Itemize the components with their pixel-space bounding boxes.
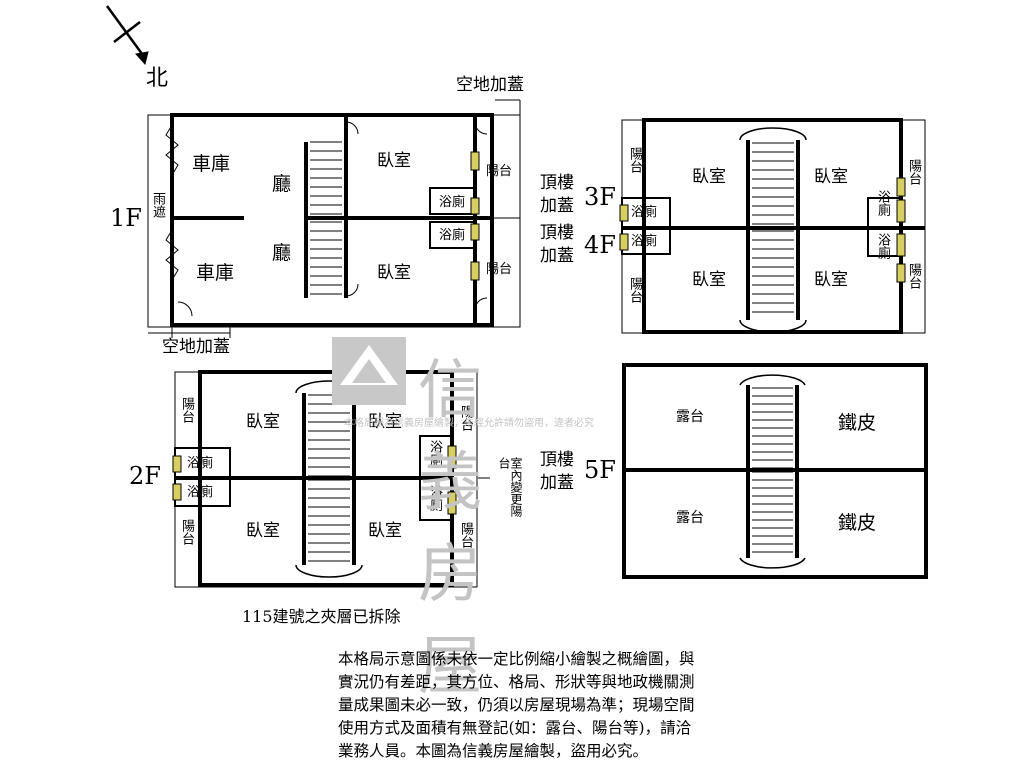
floor-label-2f: 2F — [129, 462, 161, 490]
room-balcony: 陽台 — [627, 277, 642, 303]
room-bath: 浴廁 — [631, 205, 658, 220]
room-hall: 廳 — [272, 242, 292, 264]
empty-lot-label-top: 空地加蓋 — [456, 75, 524, 95]
staircases — [308, 141, 794, 562]
room-balcony: 陽台 — [179, 397, 194, 423]
floor-2f-plan — [174, 370, 490, 588]
room-bedroom: 臥室 — [246, 521, 280, 541]
disclaimer-line: 使用方式及面積有無登記(如：露台、陽台等)，請洽 — [338, 719, 692, 737]
floor-label-4f: 4F — [584, 231, 616, 259]
disclaimer-line: 業務人員。本圖為信義房屋繪製，盜用必究。 — [338, 742, 649, 760]
room-iron-sheet: 鐵皮 — [838, 412, 877, 434]
window-markers — [172, 151, 906, 515]
room-bedroom: 臥室 — [246, 412, 280, 432]
disclaimer-line: 本格局示意圖係未依一定比例縮小繪製之概繪圖，與 — [338, 650, 695, 668]
room-bath: 浴廁 — [427, 485, 442, 511]
room-bedroom: 臥室 — [692, 270, 726, 290]
disclaimer-line: 量成果圖未必一致，仍須以房屋現場為準；現場空間 — [338, 696, 695, 714]
room-balcony: 陽台 — [179, 519, 194, 545]
watermark-brand: 信義房屋 — [418, 354, 488, 704]
room-balcony: 陽台 — [458, 405, 473, 431]
room-bedroom: 臥室 — [377, 263, 411, 283]
room-bedroom: 臥室 — [814, 167, 848, 187]
disclaimer-text: 本格局示意圖係未依一定比例縮小繪製之概繪圖，與 實況仍有差距，其方位、格局、形狀… — [338, 648, 778, 763]
rooftop-4f-line2: 加蓋 — [540, 246, 574, 266]
rooftop-3f-line2: 加蓋 — [540, 196, 574, 216]
room-iron-sheet: 鐵皮 — [838, 512, 877, 534]
room-bath: 浴廁 — [439, 228, 466, 243]
room-bedroom: 臥室 — [368, 521, 402, 541]
brand-logo-icon — [332, 337, 406, 405]
room-bedroom: 臥室 — [692, 167, 726, 187]
indoor-change-label: 室內變更陽台 — [497, 457, 523, 517]
room-bedroom: 臥室 — [368, 412, 402, 432]
rooftop-5f-line1: 頂樓 — [540, 450, 574, 470]
room-bedroom: 臥室 — [814, 270, 848, 290]
room-garage: 車庫 — [196, 262, 235, 284]
room-bath: 浴廁 — [187, 485, 214, 500]
floor-label-5f: 5F — [584, 456, 616, 484]
room-bath: 浴廁 — [875, 233, 890, 259]
floor-5f-plan — [622, 363, 928, 579]
room-balcony: 陽台 — [486, 262, 513, 277]
room-balcony: 陽台 — [627, 147, 642, 173]
room-bath: 浴廁 — [875, 190, 890, 216]
demolished-note: 115建號之夾層已拆除 — [242, 607, 401, 626]
room-bedroom: 臥室 — [377, 151, 411, 171]
floor-3f-4f-plan — [621, 118, 926, 334]
room-balcony: 陽台 — [906, 263, 921, 289]
room-garage: 車庫 — [192, 153, 231, 175]
watermark-subtext: 本格局圖為信義房屋繪製，未經允許請勿盜用，違者必究 — [344, 418, 594, 429]
watermark: 信義房屋 本格局圖為信義房屋繪製，未經允許請勿盜用，違者必究 — [332, 337, 594, 704]
empty-lot-label-left: 空地加蓋 — [162, 337, 230, 357]
disclaimer-line: 實況仍有差距，其方位、格局、形狀等與地政機關測 — [338, 673, 695, 691]
compass-arrow — [105, 5, 149, 66]
room-balcony: 陽台 — [906, 159, 921, 185]
room-bath: 浴廁 — [427, 440, 442, 466]
room-bath: 浴廁 — [187, 456, 214, 471]
floor-1f-plan — [147, 99, 521, 338]
room-balcony: 陽台 — [486, 164, 513, 179]
floor-label-3f: 3F — [584, 183, 616, 211]
rooftop-4f-line1: 頂樓 — [540, 223, 574, 243]
room-terrace: 露台 — [676, 510, 704, 526]
rooftop-5f-line2: 加蓋 — [540, 473, 574, 493]
room-balcony: 陽台 — [458, 522, 473, 548]
room-bath: 浴廁 — [631, 234, 658, 249]
room-terrace: 露台 — [676, 409, 704, 425]
floor-label-1f: 1F — [110, 204, 142, 232]
room-hall: 廳 — [272, 173, 292, 195]
room-canopy: 雨遮 — [150, 192, 165, 218]
rooftop-3f-line1: 頂樓 — [540, 173, 574, 193]
room-bath: 浴廁 — [439, 195, 466, 210]
north-label: 北 — [146, 66, 169, 91]
